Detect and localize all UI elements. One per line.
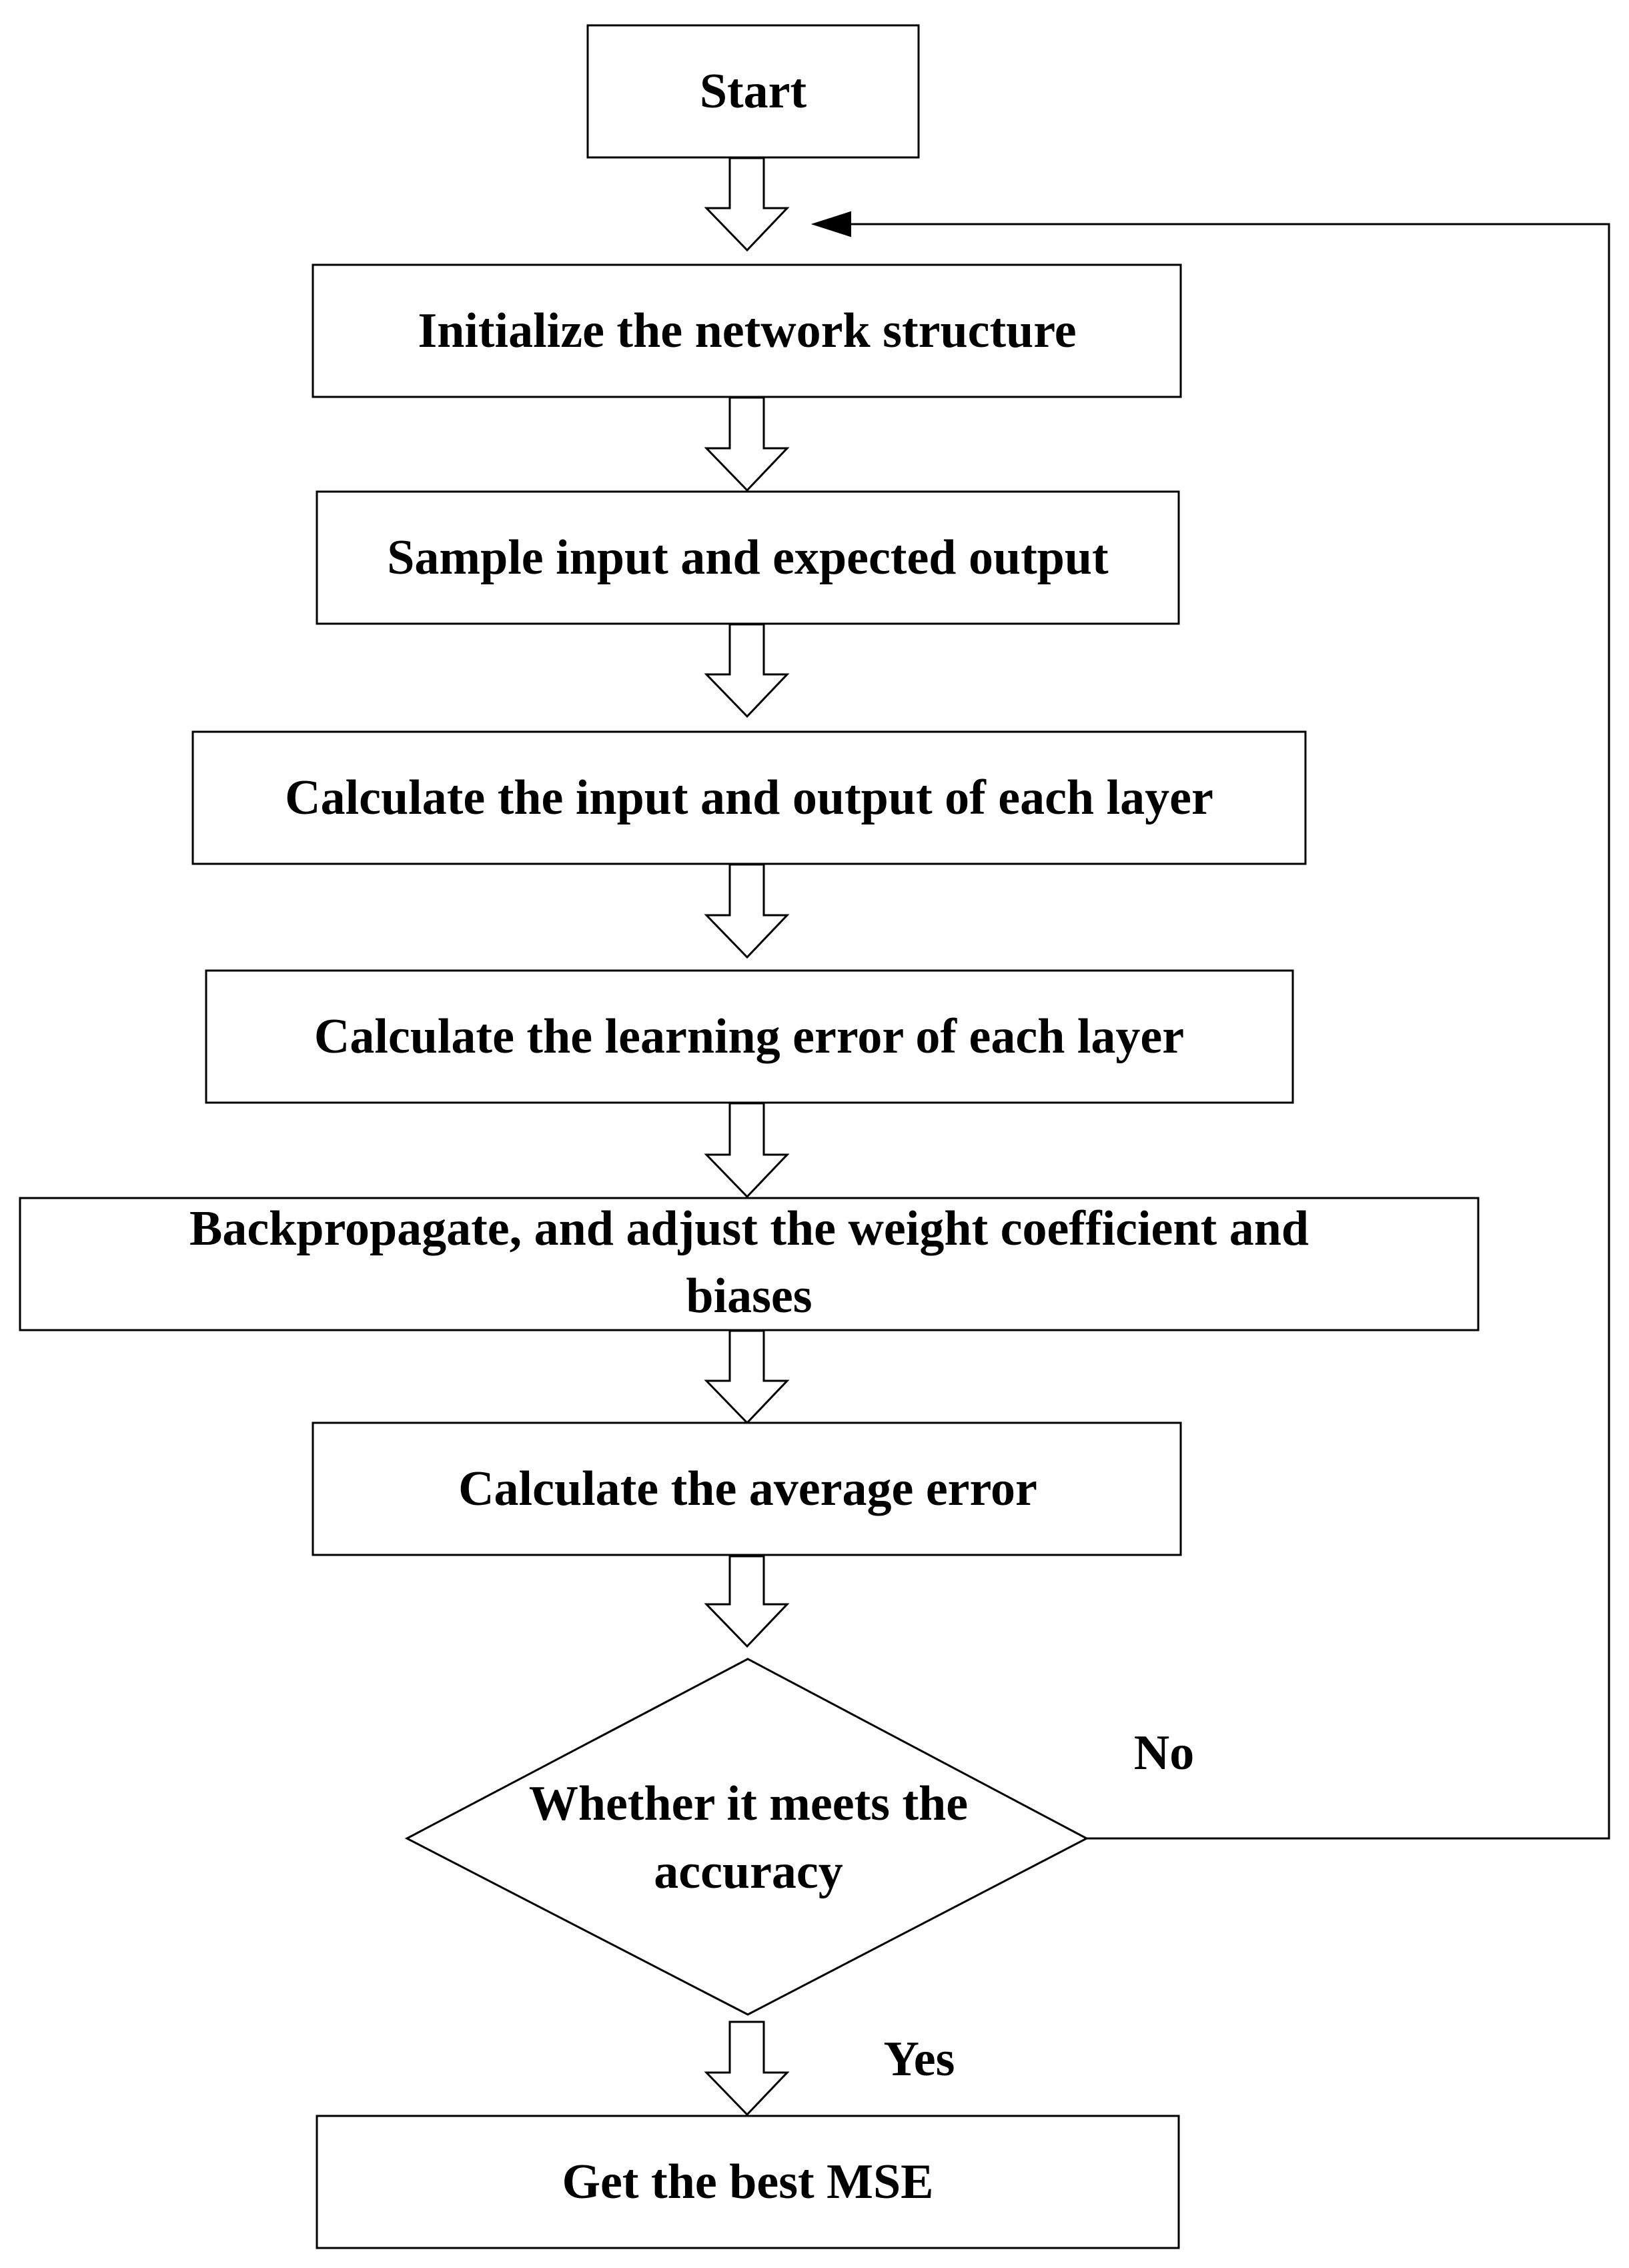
arrow-average-error-to-decision — [704, 1555, 790, 1648]
arrow-sample-to-calc-io — [704, 623, 790, 718]
arrow-initialize-to-sample — [704, 396, 790, 492]
sample-label: Sample input and expected output — [387, 530, 1109, 585]
best-mse-label: Get the best MSE — [562, 2155, 934, 2209]
calc-average-error-label: Calculate the average error — [458, 1462, 1037, 1516]
backprop-node: Backpropagate, and adjust the weight coe… — [19, 1197, 1480, 1331]
start-node: Start — [586, 24, 920, 159]
calc-learning-error-label: Calculate the learning error of each lay… — [314, 1009, 1184, 1064]
yes-branch-label: Yes — [884, 2032, 955, 2087]
initialize-label: Initialize the network structure — [418, 304, 1076, 358]
decision-label-line1: Whether it meets the — [529, 1776, 968, 1831]
no-loop-connector — [847, 223, 1610, 1840]
arrow-start-to-initialize — [704, 157, 790, 252]
arrow-calc-io-to-learning-error — [704, 863, 790, 959]
backprop-label-line2: biases — [686, 1269, 812, 1323]
no-loop-arrowhead — [810, 211, 851, 237]
calc-average-error-node: Calculate the average error — [312, 1422, 1182, 1556]
sample-node: Sample input and expected output — [316, 490, 1180, 625]
best-mse-node: Get the best MSE — [316, 2115, 1180, 2249]
arrow-decision-to-best-mse — [704, 2021, 790, 2117]
calc-io-label: Calculate the input and output of each l… — [285, 770, 1213, 825]
calc-io-node: Calculate the input and output of each l… — [191, 730, 1307, 865]
arrow-learning-error-to-backprop — [704, 1102, 790, 1199]
decision-label-line2: accuracy — [654, 1844, 843, 1899]
arrow-backprop-to-average-error — [704, 1329, 790, 1425]
no-branch-label: No — [1134, 1726, 1194, 1780]
initialize-node: Initialize the network structure — [312, 263, 1182, 398]
calc-learning-error-node: Calculate the learning error of each lay… — [205, 969, 1294, 1104]
start-label: Start — [700, 64, 807, 119]
decision-node: Whether it meets the accuracy — [404, 1658, 1089, 2016]
backprop-label-line1: Backpropagate, and adjust the weight coe… — [189, 1201, 1309, 1256]
